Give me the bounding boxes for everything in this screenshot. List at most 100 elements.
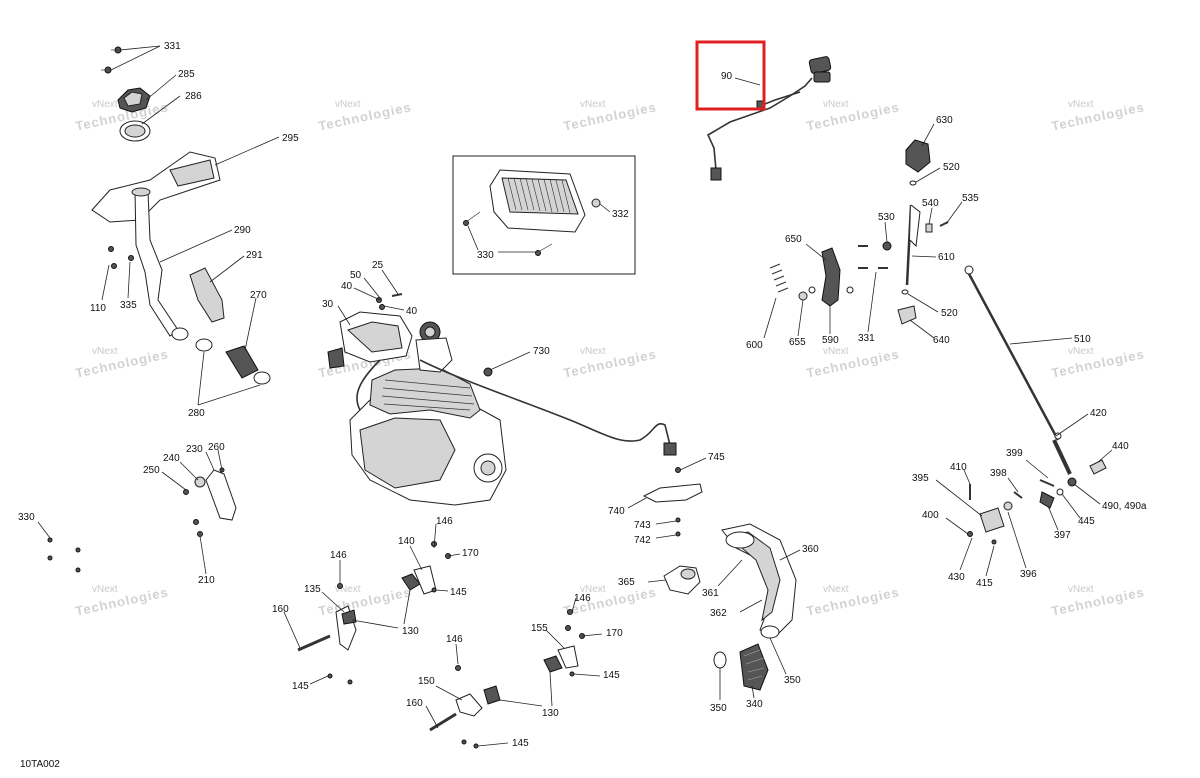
label-330-inset: 330 [477, 250, 494, 261]
label-630: 630 [936, 115, 953, 126]
left-bracket-group [47, 467, 237, 573]
label-280: 280 [188, 408, 205, 419]
label-396: 396 [1020, 569, 1037, 580]
label-140: 140 [398, 536, 415, 547]
watermark-line2: Technologies [317, 99, 413, 133]
watermark-line2: Technologies [562, 346, 658, 380]
watermark-line1: vNext [92, 99, 118, 110]
label-360: 360 [802, 544, 819, 555]
label-655: 655 [789, 337, 806, 348]
label-160-b: 160 [406, 698, 423, 709]
label-350-right: 350 [784, 675, 801, 686]
label-330-left: 330 [18, 512, 35, 523]
air-intake-group [91, 46, 271, 385]
label-740: 740 [608, 506, 625, 517]
label-410: 410 [950, 462, 967, 473]
label-365: 365 [618, 577, 635, 588]
label-400: 400 [922, 510, 939, 521]
watermark-line1: vNext [1068, 346, 1094, 357]
watermark-line1: vNext [92, 584, 118, 595]
label-250: 250 [143, 465, 160, 476]
watermark-line2: Technologies [1050, 346, 1146, 380]
label-295: 295 [282, 133, 299, 144]
label-540: 540 [922, 198, 939, 209]
label-135: 135 [304, 584, 321, 595]
label-90: 90 [721, 71, 733, 82]
watermark-line1: vNext [92, 346, 118, 357]
label-240: 240 [163, 453, 180, 464]
label-350-left: 350 [710, 703, 727, 714]
label-30: 30 [322, 299, 334, 310]
label-397: 397 [1054, 530, 1071, 541]
label-535: 535 [962, 193, 979, 204]
label-286: 286 [185, 91, 202, 102]
label-331: 331 [164, 41, 181, 52]
watermark-line2: Technologies [562, 99, 658, 133]
watermark-line2: Technologies [1050, 584, 1146, 618]
watermark-line1: vNext [823, 584, 849, 595]
label-146-b: 146 [330, 550, 347, 561]
throttle-linkage-group [769, 139, 1060, 441]
label-145-b: 145 [292, 681, 309, 692]
watermark-line1: vNext [580, 99, 606, 110]
label-640: 640 [933, 335, 950, 346]
inset-airbox [452, 155, 636, 275]
label-146-d: 146 [446, 634, 463, 645]
label-415: 415 [976, 578, 993, 589]
label-510: 510 [1074, 334, 1091, 345]
label-150: 150 [418, 676, 435, 687]
label-40-right: 40 [406, 306, 418, 317]
watermark-line2: Technologies [805, 99, 901, 133]
label-340: 340 [746, 699, 763, 710]
label-520-bottom: 520 [941, 308, 958, 319]
shifter-group [967, 432, 1107, 545]
label-610: 610 [938, 252, 955, 263]
label-170-a: 170 [462, 548, 479, 559]
watermark-line1: vNext [580, 584, 606, 595]
label-530: 530 [878, 212, 895, 223]
label-430: 430 [948, 572, 965, 583]
label-210: 210 [198, 575, 215, 586]
bracket-740-group [642, 467, 703, 537]
label-362: 362 [710, 608, 727, 619]
label-440: 440 [1112, 441, 1129, 452]
watermark-line1: vNext [823, 99, 849, 110]
label-331-right: 331 [858, 333, 875, 344]
label-490-490a: 490, 490a [1102, 501, 1147, 512]
label-285: 285 [178, 69, 195, 80]
label-398: 398 [990, 468, 1007, 479]
label-332: 332 [612, 209, 629, 220]
label-130-a: 130 [402, 626, 419, 637]
label-160-a: 160 [272, 604, 289, 615]
label-420: 420 [1090, 408, 1107, 419]
label-270: 270 [250, 290, 267, 301]
watermark-line2: Technologies [805, 346, 901, 380]
label-145-c: 145 [603, 670, 620, 681]
label-230: 230 [186, 444, 203, 455]
label-445: 445 [1078, 516, 1095, 527]
label-146-c: 146 [574, 593, 591, 604]
label-335: 335 [120, 300, 137, 311]
watermark-line1: vNext [335, 584, 361, 595]
cvt-duct-group [663, 523, 797, 691]
label-145-d: 145 [512, 738, 529, 749]
watermark-line1: vNext [335, 99, 361, 110]
label-145-a: 145 [450, 587, 467, 598]
label-399: 399 [1006, 448, 1023, 459]
watermark-line1: vNext [1068, 99, 1094, 110]
watermark-line2: Technologies [1050, 99, 1146, 133]
label-520-top: 520 [943, 162, 960, 173]
label-743: 743 [634, 520, 651, 531]
label-170-b: 170 [606, 628, 623, 639]
watermark-line1: vNext [1068, 584, 1094, 595]
label-730: 730 [533, 346, 550, 357]
label-50: 50 [350, 270, 362, 281]
label-600: 600 [746, 340, 763, 351]
label-110: 110 [90, 303, 106, 314]
label-146-a: 146 [436, 516, 453, 527]
watermark-line2: Technologies [74, 584, 170, 618]
watermark-line2: Technologies [317, 584, 413, 618]
watermark-line2: Technologies [805, 584, 901, 618]
watermark-line1: vNext [823, 346, 849, 357]
